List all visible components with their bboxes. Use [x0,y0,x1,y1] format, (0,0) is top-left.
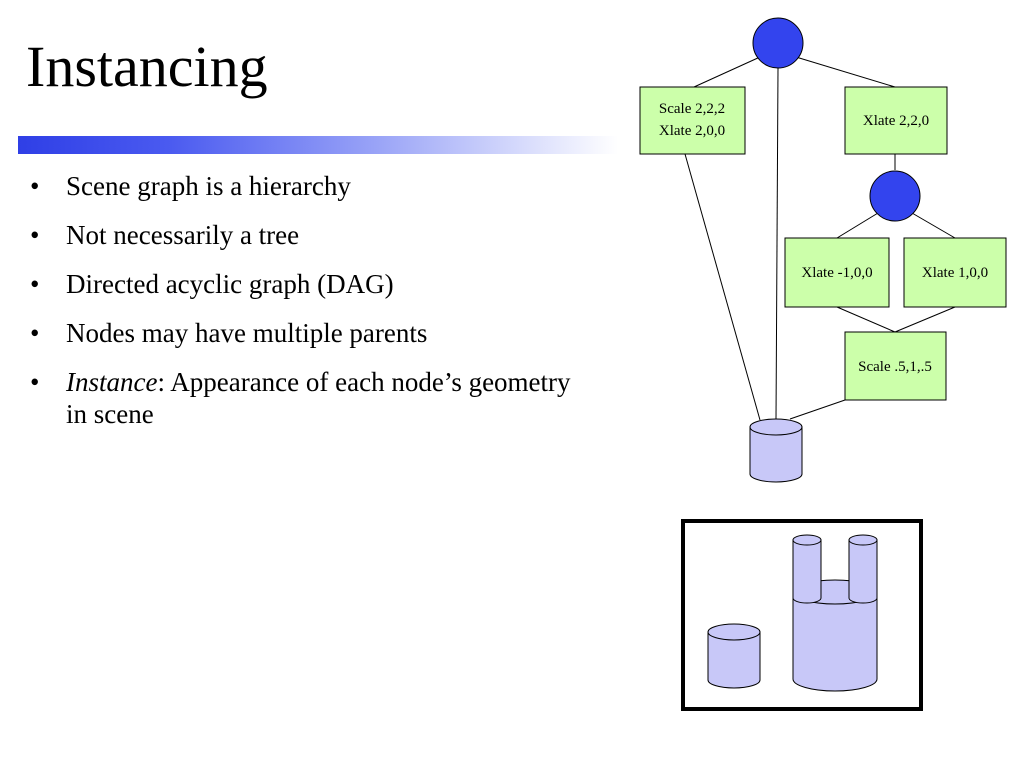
edge-scale-xlate-to-cylinder [684,153,761,421]
edge-group-to-xlate-neg100 [836,212,879,239]
right-post-top [848,534,878,546]
cylinder-geometry-node [749,418,803,483]
edge-xlate-100-to-scale [894,306,956,333]
bullet-item: • Directed acyclic graph (DAG) [30,268,590,300]
transform-node-xlate-220: Xlate 2,2,0 [844,86,948,155]
bullet-text: Nodes may have multiple parents [66,318,428,348]
root-group-node [752,17,804,69]
left-post-body [792,539,822,604]
cylinder-top [749,418,803,436]
edge-xlate-neg100-to-scale [836,306,896,333]
bullet-glyph: • [30,220,40,250]
edge-root-to-xlate-220 [795,56,896,88]
title-gradient-bar [18,136,618,154]
bullet-glyph: • [30,171,40,201]
bullet-text: Not necessarily a tree [66,220,300,250]
bullet-item: • Scene graph is a hierarchy [30,170,590,202]
transform-node-scale-515: Scale .5,1,.5 [844,331,947,401]
large-cylinder-body [792,591,878,692]
edge-group-to-xlate-100 [911,212,956,239]
bullet-item: • Instance: Appearance of each node’s ge… [30,366,590,430]
transform-node-scale-xlate: Scale 2,2,2 Xlate 2,0,0 [639,86,746,155]
bullet-glyph: • [30,318,40,348]
edge-root-to-scale-xlate [693,56,761,88]
transform-box [639,86,746,155]
transform-box [844,331,947,401]
node-label: Xlate 2,2,0 [863,113,929,129]
node-label: Scale 2,2,2 [659,101,725,117]
small-cylinder-top [707,623,761,641]
node-label: Scale .5,1,.5 [858,359,932,375]
bullet-emphasis: Instance [66,367,158,397]
transform-box [784,237,890,308]
slide-title: Instancing [26,34,268,99]
node-label: Xlate 2,0,0 [659,123,725,139]
transform-box [844,86,948,155]
bullet-item: • Not necessarily a tree [30,219,590,251]
transform-node-xlate-100: Xlate 1,0,0 [903,237,1007,308]
node-label: Xlate -1,0,0 [801,265,872,281]
cylinder-body [749,426,803,483]
bullet-item: • Nodes may have multiple parents [30,317,590,349]
graph-edges [684,56,956,421]
right-post-body [848,539,878,604]
bullet-glyph: • [30,367,40,397]
rendered-scene-objects [707,534,878,692]
bullet-text: Directed acyclic graph (DAG) [66,269,394,299]
bullet-glyph: • [30,269,40,299]
edge-root-to-cylinder [775,67,779,421]
bullet-list: • Scene graph is a hierarchy • Not neces… [30,170,590,447]
node-label: Xlate 1,0,0 [922,265,988,281]
edge-scale-to-cylinder [789,399,846,420]
bullet-text: Scene graph is a hierarchy [66,171,351,201]
transform-node-xlate-neg100: Xlate -1,0,0 [784,237,890,308]
left-post-top [792,534,822,546]
child-group-node [869,170,921,222]
small-cylinder-body [707,631,761,689]
transform-box [903,237,1007,308]
bullet-text: : Appearance of each node’s geometry in … [66,367,571,429]
